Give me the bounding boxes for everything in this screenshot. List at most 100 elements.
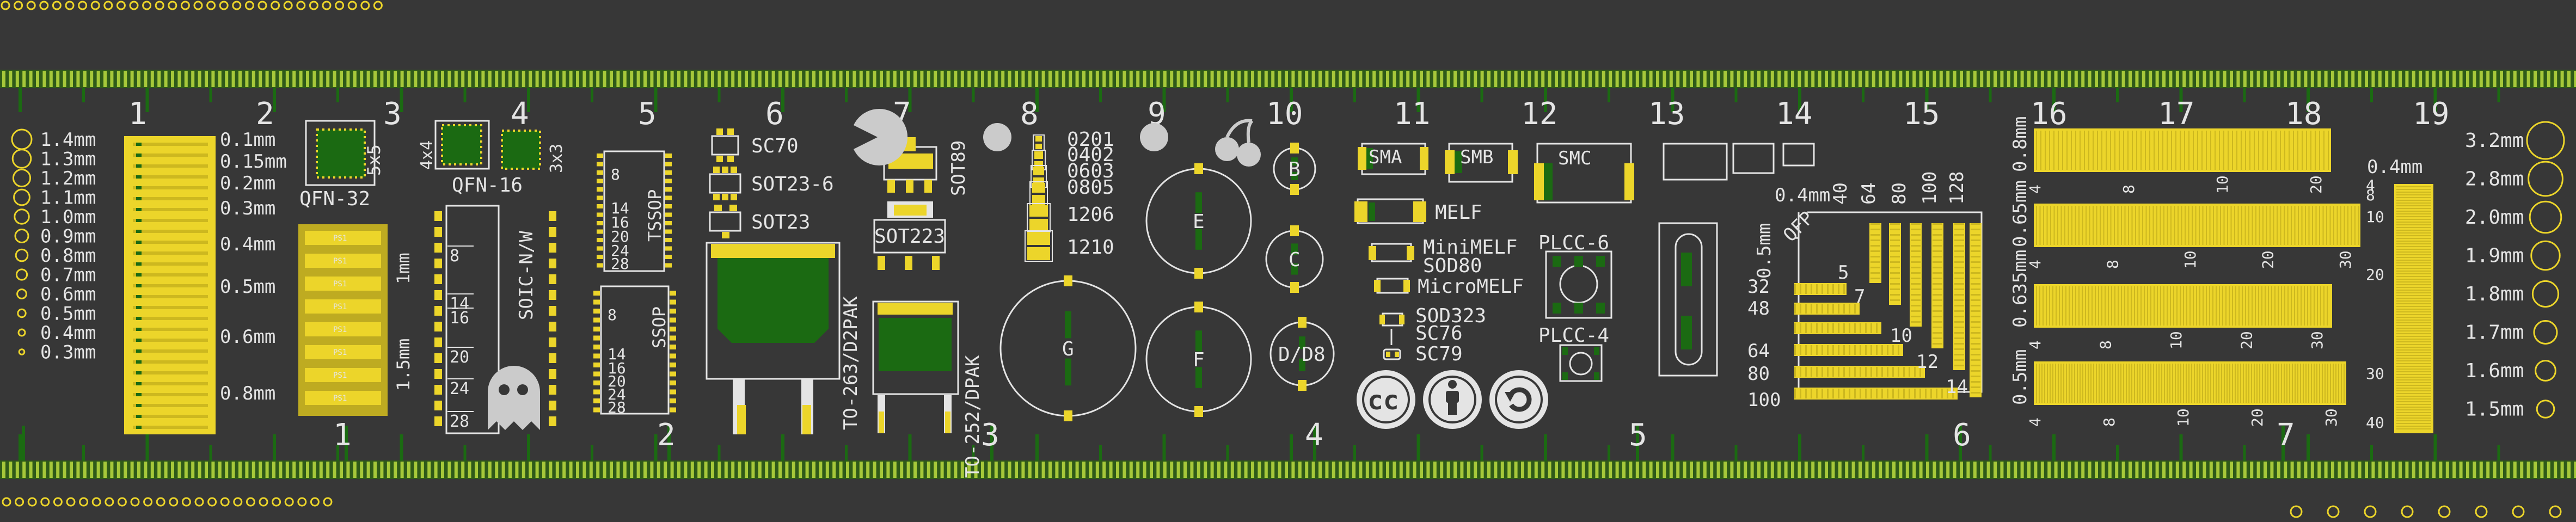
qfp-pin — [1849, 345, 1850, 355]
edge-tooth — [1791, 71, 1794, 87]
edge-tooth — [2129, 71, 2132, 87]
qfp-pin — [1870, 245, 1880, 247]
qfp-pin — [1911, 234, 1921, 236]
pitch-line-mark — [136, 295, 142, 298]
edge-tooth — [15, 71, 19, 87]
cap-pad — [1290, 143, 1299, 153]
edge-tooth — [2324, 71, 2328, 87]
ruler-tick — [400, 88, 403, 112]
pad-mark: PS1 — [333, 348, 347, 357]
header-pin — [2280, 206, 2281, 245]
edge-tooth — [988, 71, 991, 87]
tssop-pad — [665, 170, 672, 175]
header-tick-label: 4 — [2026, 260, 2044, 269]
header-pin — [2184, 131, 2185, 170]
header-pin — [2286, 364, 2287, 403]
header-pin — [2284, 364, 2285, 403]
edge-tooth — [900, 462, 904, 478]
edge-tooth — [225, 71, 229, 87]
header-pin — [2078, 286, 2080, 326]
header-pin — [2396, 396, 2431, 397]
header-pin — [2144, 286, 2145, 326]
edge-tooth — [2358, 71, 2362, 87]
qfp-pin — [1919, 389, 1921, 398]
ssop-pad — [593, 380, 600, 385]
edge-tooth — [1541, 71, 1545, 87]
edge-tooth — [1237, 71, 1241, 87]
ruler-tick — [717, 88, 721, 102]
edge-tooth — [2108, 462, 2112, 478]
header-pin — [2160, 286, 2161, 326]
qfp-pin — [1821, 389, 1823, 398]
edge-tooth — [1264, 71, 1268, 87]
header-pin — [2243, 364, 2244, 403]
pitch-line — [133, 153, 208, 157]
edge-tooth — [569, 462, 573, 478]
header-pin — [2195, 206, 2197, 245]
edge-tooth — [1953, 462, 1956, 478]
header-pin — [2099, 364, 2100, 403]
ssop-pin-count: 28 — [608, 398, 626, 416]
edge-tooth — [1933, 462, 1936, 478]
edge-tooth — [1123, 71, 1126, 87]
header-pin — [2080, 364, 2081, 403]
edge-tooth — [1055, 462, 1059, 478]
ssop-pad — [593, 398, 600, 403]
header-pin — [2114, 206, 2115, 245]
header-pin — [2322, 364, 2323, 403]
edge-tooth — [569, 71, 573, 87]
tssop-pad — [665, 162, 672, 167]
tssop-pad — [665, 195, 672, 200]
tssop-pin-count: 20 — [611, 228, 629, 245]
edge-tooth — [1899, 71, 1903, 87]
header-pin — [2396, 292, 2431, 293]
edge-tooth — [2047, 462, 2051, 478]
qfp-pin — [1954, 332, 1964, 334]
edge-tooth — [164, 71, 168, 87]
header-pin — [2278, 286, 2279, 326]
edge-tooth — [110, 71, 114, 87]
header-pin — [2071, 364, 2072, 403]
header-pin — [2248, 206, 2249, 245]
edge-tooth — [562, 71, 566, 87]
edge-tooth — [1062, 462, 1065, 478]
qfp-pin — [1805, 389, 1807, 398]
header-pin — [2396, 192, 2431, 193]
edge-tooth — [1460, 71, 1464, 87]
header-pin — [2107, 364, 2108, 403]
header-pin — [2235, 286, 2236, 326]
mounting-dot — [2475, 505, 2488, 518]
edge-tooth — [1690, 462, 1693, 478]
edge-tooth — [1609, 462, 1612, 478]
edge-tooth — [1318, 71, 1322, 87]
edge-tooth — [542, 462, 545, 478]
qfp-pin — [1832, 367, 1834, 377]
edge-tooth — [2317, 71, 2321, 87]
header-pin — [2169, 364, 2170, 403]
drill-hole — [2533, 320, 2558, 345]
hole-size-label: 1.9mm — [2465, 245, 2524, 267]
edge-tooth — [2500, 462, 2503, 478]
soic-pad — [549, 227, 556, 237]
edge-tooth — [2506, 71, 2510, 87]
header-pin — [2315, 206, 2317, 245]
edge-tooth — [1156, 71, 1160, 87]
edge-tooth — [1919, 462, 1923, 478]
edge-tooth — [2391, 71, 2395, 87]
header-tick-label: 4 — [2366, 176, 2375, 194]
edge-tooth — [1480, 462, 1484, 478]
edge-tooth — [1379, 71, 1383, 87]
header-pin — [2259, 364, 2260, 403]
pitch-line — [133, 360, 208, 364]
edge-tooth — [900, 71, 904, 87]
header-tick-label: 40 — [2366, 414, 2384, 432]
qfp-pin — [1971, 354, 1980, 355]
edge-tooth — [2466, 462, 2469, 478]
header-pin — [2134, 286, 2135, 326]
ruler-tick — [1862, 445, 1864, 460]
qfp-pin — [1911, 294, 1921, 296]
ruler-tick — [82, 88, 85, 102]
chip-pad — [1035, 144, 1042, 149]
header-pin — [2160, 206, 2161, 245]
